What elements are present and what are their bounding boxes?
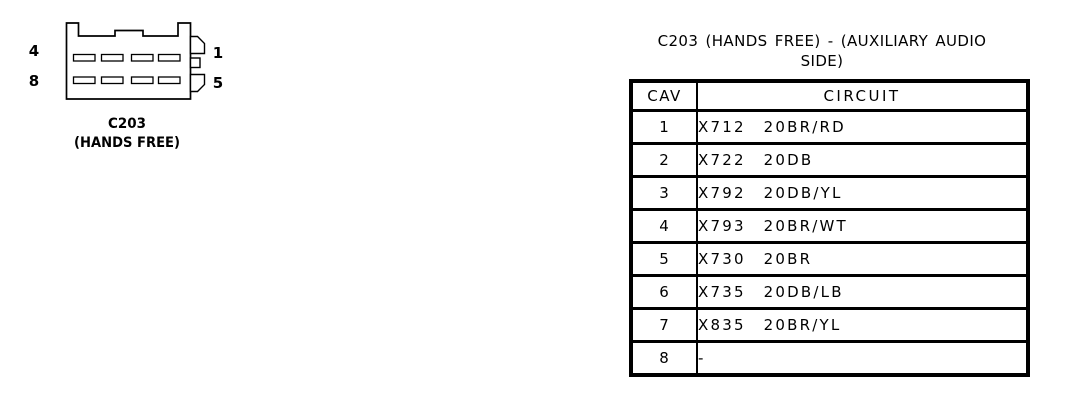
connector-latch-middle — [189, 57, 201, 69]
circuit-cell: X730 20BR — [696, 241, 1028, 277]
connector-pin — [72, 53, 96, 62]
pinout-title-line1: C203 (HANDS FREE) - (AUXILIARY AUDIO — [657, 32, 987, 50]
cav-cell: 3 — [631, 175, 698, 211]
circuit-cell: X793 20BR/WT — [696, 208, 1028, 244]
connector-latch-top — [189, 35, 206, 55]
circuit-cell: - — [696, 340, 1028, 377]
connector-caption-name: (HANDS FREE) — [74, 135, 180, 151]
pinout-title: C203 (HANDS FREE) - (AUXILIARY AUDIO SID… — [620, 31, 1024, 71]
connector-pin — [157, 76, 181, 85]
table-row: 8- — [631, 340, 1028, 377]
circuit-cell: X835 20BR/YL — [696, 307, 1028, 343]
connector-latch-bottom — [189, 73, 206, 93]
circuit-cell: X735 20DB/LB — [696, 274, 1028, 310]
cav-cell: 8 — [631, 340, 698, 377]
cav-cell: 6 — [631, 274, 698, 310]
connector-pin — [130, 76, 154, 85]
cav-cell: 7 — [631, 307, 698, 343]
circuit-cell: X792 20DB/YL — [696, 175, 1028, 211]
cav-cell: 2 — [631, 142, 698, 178]
pin-label-bottom-left: 8 — [29, 72, 39, 90]
cav-cell: 5 — [631, 241, 698, 277]
pin-label-top-left: 4 — [29, 42, 39, 60]
connector-pin — [100, 53, 124, 62]
cav-cell: 4 — [631, 208, 698, 244]
pin-label-bottom-right: 5 — [213, 74, 223, 92]
circuit-cell: X712 20BR/RD — [696, 109, 1028, 145]
connector-pin — [157, 53, 181, 62]
connector-pin — [100, 76, 124, 85]
header-row: CAV CIRCUIT — [631, 79, 1028, 112]
connector-caption-id: C203 — [108, 116, 146, 132]
cav-cell: 1 — [631, 109, 698, 145]
connector-diagram: 4 8 1 5 C203 (HANDS FREE) — [29, 22, 223, 151]
column-header-circuit: CIRCUIT — [696, 79, 1028, 112]
circuit-cell: X722 20DB — [696, 142, 1028, 178]
connector-pin — [130, 53, 154, 62]
pinout-title-line2: SIDE) — [800, 52, 844, 70]
pin-label-top-right: 1 — [213, 44, 223, 62]
column-header-cav: CAV — [631, 79, 698, 112]
connector-pin — [72, 76, 96, 85]
